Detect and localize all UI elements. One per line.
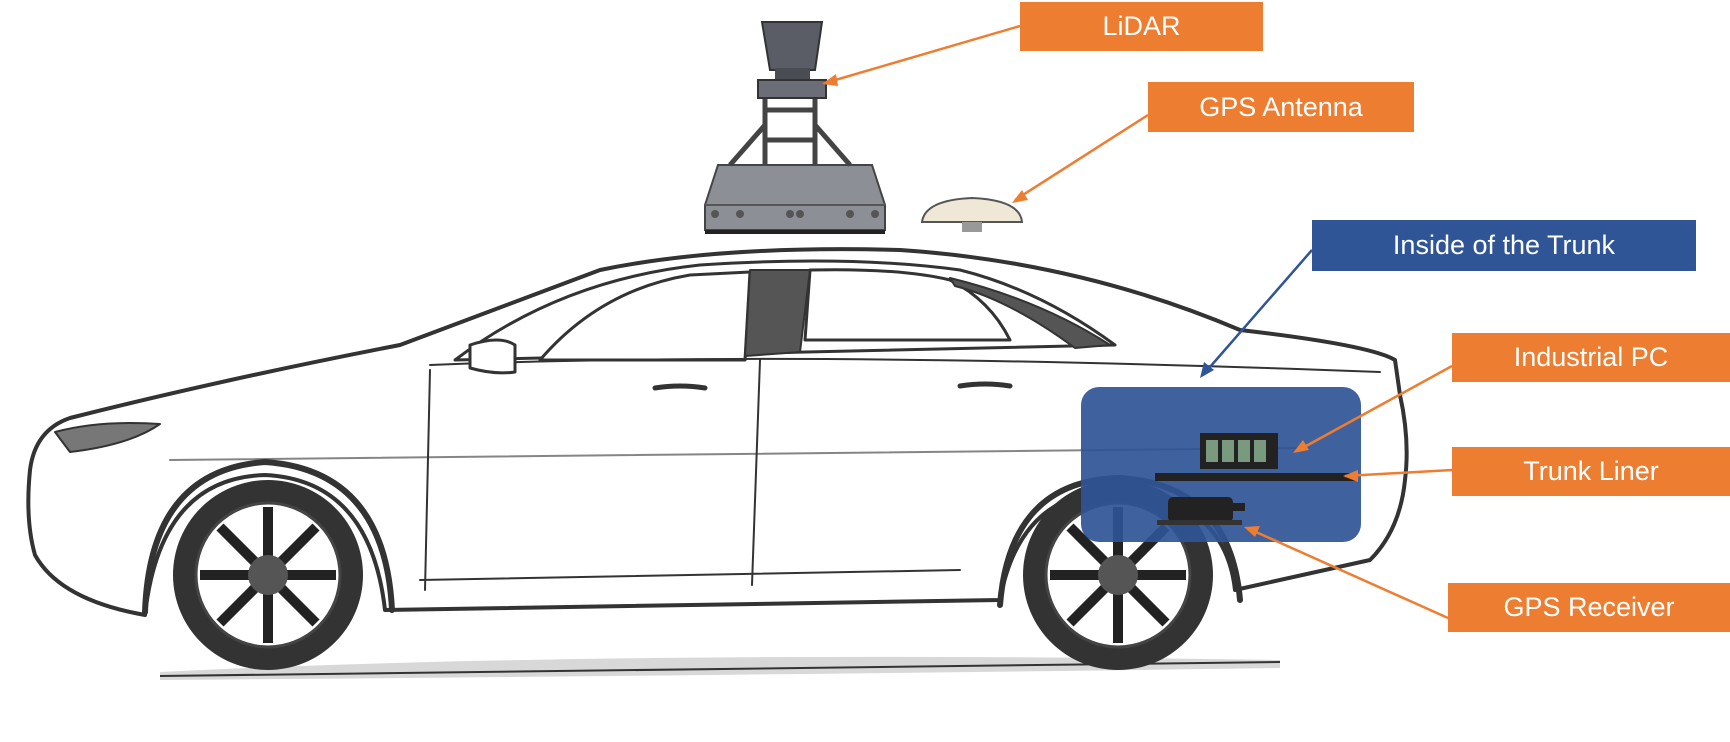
trunk-liner-shelf (1155, 473, 1355, 481)
callout-gps-receiver: GPS Receiver (1448, 583, 1730, 632)
callout-gps-antenna: GPS Antenna (1148, 82, 1414, 132)
gps-antenna-device (922, 198, 1022, 232)
gps-receiver-device (1157, 497, 1245, 525)
front-wheel (173, 480, 363, 670)
callout-inside-trunk: Inside of the Trunk (1312, 220, 1696, 271)
industrial-pc-device (1200, 433, 1278, 469)
roof-rack (705, 95, 885, 232)
callout-lidar: LiDAR (1020, 2, 1263, 51)
callout-trunk-liner: Trunk Liner (1452, 447, 1730, 496)
gps-antenna-connector (1015, 115, 1148, 200)
lidar-connector (825, 26, 1020, 83)
lidar-sensor (758, 22, 826, 98)
trunk-panel (1081, 387, 1361, 542)
callout-industrial-pc: Industrial PC (1452, 333, 1730, 382)
